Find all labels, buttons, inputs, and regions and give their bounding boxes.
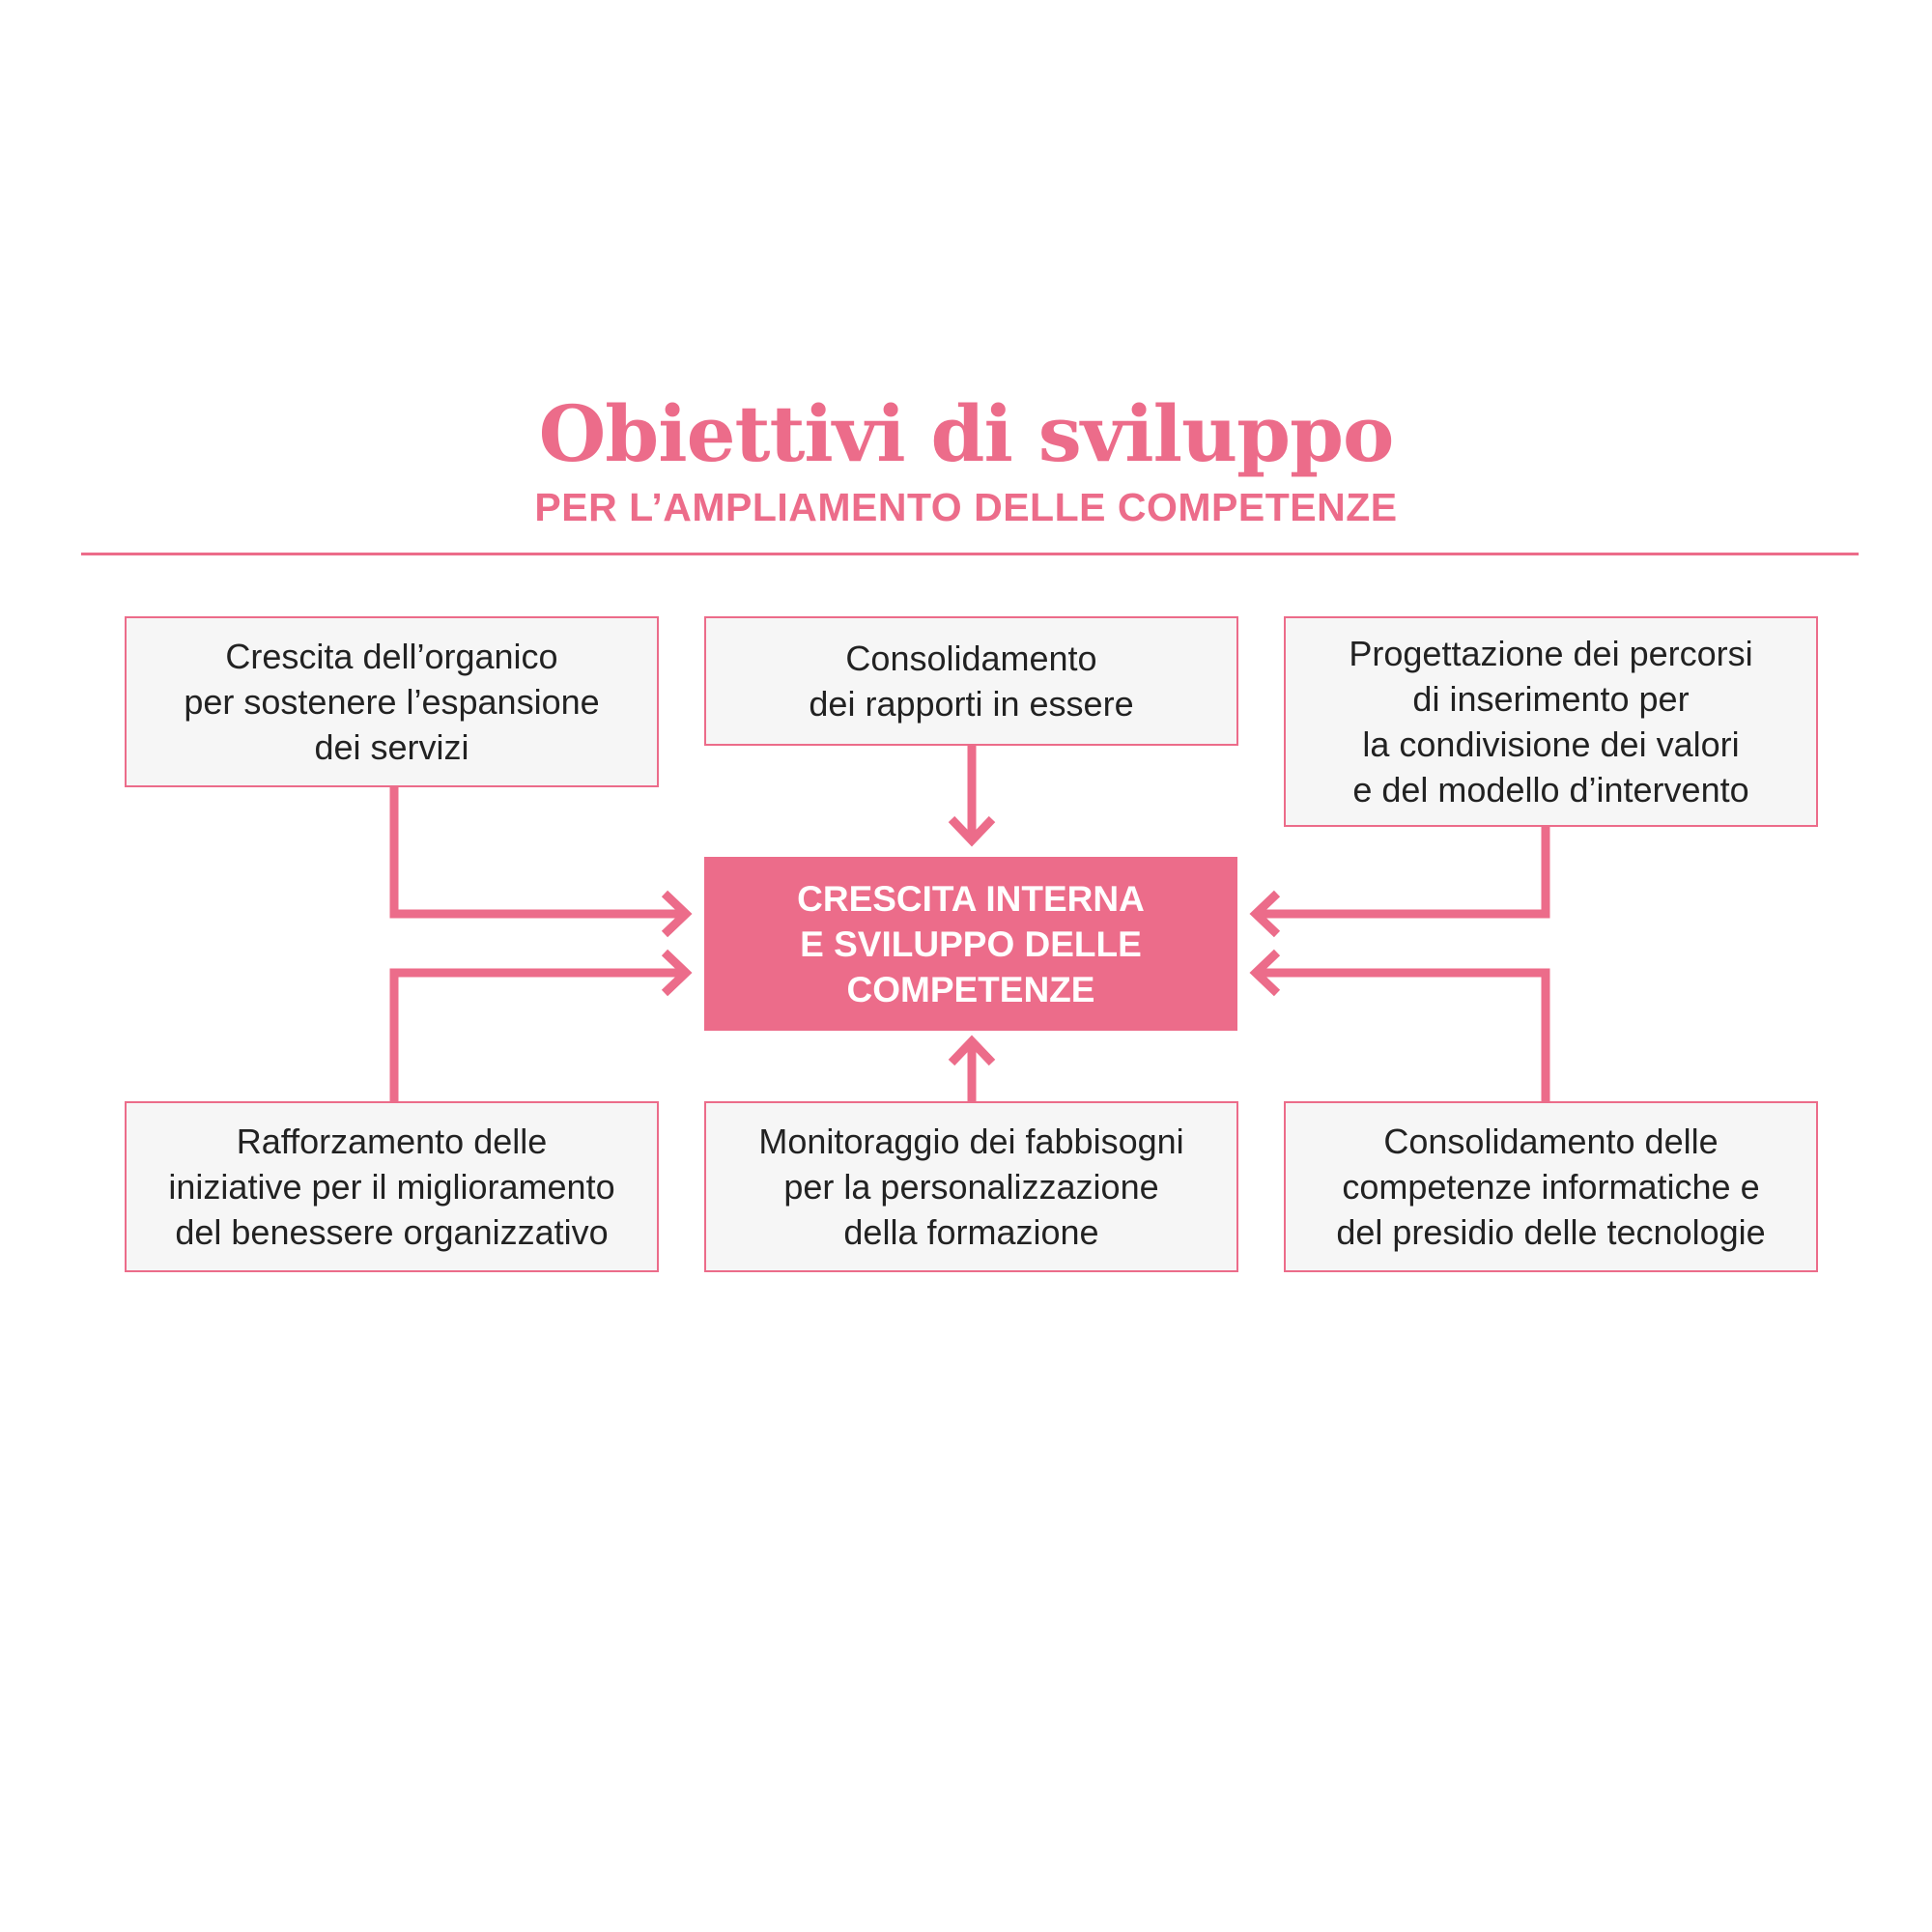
arrow-top-right	[1258, 826, 1550, 919]
box-bottom-right-text: Consolidamento delle competenze informat…	[1336, 1122, 1766, 1252]
arrowhead-bottom-center	[948, 1035, 996, 1066]
center-box: CRESCITA INTERNA E SVILUPPO DELLE COMPET…	[704, 857, 1237, 1031]
arrowhead-top-center	[948, 815, 996, 847]
box-top-right-text: Progettazione dei percorsi di inseriment…	[1349, 634, 1753, 810]
box-top-left: Crescita dell’organico per sostenere l’e…	[125, 616, 659, 787]
box-bottom-center-text: Monitoraggio dei fabbisogni per la perso…	[758, 1122, 1184, 1252]
box-bottom-left-text: Rafforzamento delle iniziative per il mi…	[168, 1122, 615, 1252]
box-top-center: Consolidamento dei rapporti in essere	[704, 616, 1238, 746]
arrowhead-bottom-right	[1249, 949, 1281, 997]
box-top-left-text: Crescita dell’organico per sostenere l’e…	[184, 637, 600, 767]
box-bottom-right: Consolidamento delle competenze informat…	[1284, 1101, 1818, 1272]
box-bottom-left: Rafforzamento delle iniziative per il mi…	[125, 1101, 659, 1272]
box-bottom-center: Monitoraggio dei fabbisogni per la perso…	[704, 1101, 1238, 1272]
arrowhead-top-right	[1249, 890, 1281, 938]
arrow-top-left	[389, 786, 684, 919]
title-divider	[81, 553, 1859, 555]
box-top-center-text: Consolidamento dei rapporti in essere	[809, 639, 1134, 724]
arrowhead-bottom-left	[661, 949, 693, 997]
center-box-label: CRESCITA INTERNA E SVILUPPO DELLE COMPET…	[797, 878, 1145, 1009]
arrow-bottom-right	[1258, 968, 1550, 1101]
diagram-subtitle: PER L’AMPLIAMENTO DELLE COMPETENZE	[534, 485, 1398, 529]
diagram-title: Obiettivi di sviluppo	[538, 388, 1395, 479]
arrowhead-top-left	[661, 890, 693, 938]
box-top-right: Progettazione dei percorsi di inseriment…	[1284, 616, 1818, 827]
arrow-bottom-left	[389, 968, 684, 1101]
